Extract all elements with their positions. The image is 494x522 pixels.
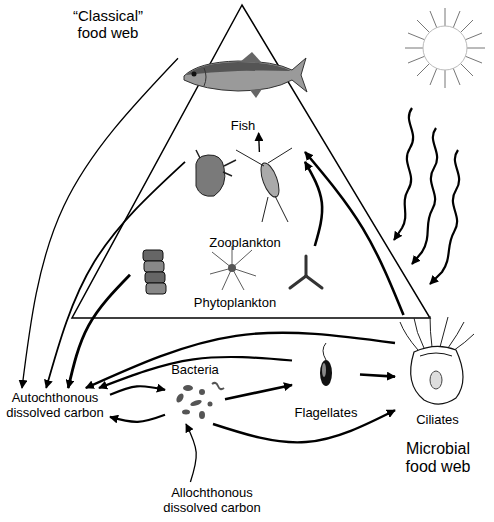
node-label: Fish (231, 118, 256, 133)
fish-body (184, 58, 307, 92)
flow-arrow (225, 385, 292, 399)
node-label: Bacteria (171, 362, 219, 377)
bacterium (208, 402, 213, 407)
diatom-center (228, 264, 236, 272)
flow-arrow (360, 375, 395, 377)
rotifer (196, 155, 225, 196)
ciliate-mouth (420, 353, 452, 356)
organism-node: Ciliates (395, 315, 480, 427)
flow-arrow (86, 333, 395, 388)
tri-arm (306, 276, 322, 288)
bacterium (190, 399, 203, 408)
fish-fin (240, 52, 262, 63)
flow-arrow (110, 386, 165, 395)
trophic-pyramid (72, 5, 430, 318)
spirillum (212, 383, 224, 389)
organism-node: Bacteria (165, 362, 225, 424)
bacteria-drawing (175, 383, 224, 419)
flow-arrow (258, 133, 260, 152)
ciliate-drawing (400, 316, 474, 404)
bacterium (199, 389, 205, 395)
bacterium (183, 385, 193, 391)
light-ray (430, 150, 459, 284)
diatom-cell (146, 283, 166, 294)
diatom-cell (143, 250, 163, 261)
bacterium (175, 392, 185, 404)
organism-node: Fish (178, 45, 308, 133)
tri-arm (305, 256, 308, 276)
flagellate-highlight (322, 363, 326, 377)
node-label: Zooplankton (209, 235, 281, 250)
fish-gill (204, 68, 206, 86)
node-label: Phytoplankton (194, 295, 276, 310)
web-label: “Classical” food web (58, 8, 158, 41)
fish-drawing (184, 52, 307, 98)
diatom-spine (232, 250, 252, 268)
node-label: Autochthonous dissolved carbon (0, 390, 110, 420)
flow-arrow (68, 275, 130, 388)
flow-arrow (186, 424, 196, 482)
bacterium (199, 411, 205, 419)
fish-fin (250, 89, 262, 98)
organism-node: Allochthonous dissolved carbon (158, 482, 266, 518)
node-label: Ciliates (416, 412, 459, 427)
rotifer-spine (196, 150, 236, 176)
cilium (440, 317, 448, 347)
cilium (453, 334, 474, 351)
copepod-body (257, 161, 282, 200)
sun-disc (423, 26, 467, 70)
web-label: Microbial food web (392, 440, 484, 475)
phytoplankton-drawing (143, 246, 322, 294)
light-ray (394, 108, 413, 240)
fish-eye (192, 72, 197, 77)
light-ray (412, 128, 437, 264)
flagellum (323, 343, 326, 360)
tri-arm (290, 276, 306, 288)
organism-node: Phytoplankton (130, 246, 340, 310)
fish-back (186, 62, 291, 75)
copepod-antenna (236, 148, 292, 222)
bacterium (182, 410, 190, 415)
organism-node: Autochthonous dissolved carbon (0, 388, 110, 422)
flow-arrow (305, 162, 322, 246)
ciliate-body (411, 346, 463, 404)
node-label: Allochthonous dissolved carbon (158, 485, 266, 515)
node-label: Flagellates (295, 405, 358, 420)
ciliate-nucleus (430, 371, 442, 389)
cilium (430, 316, 432, 347)
sun-symbol (405, 8, 485, 88)
diatom-cell (144, 261, 164, 272)
flow-arrow (305, 152, 404, 315)
diatom-cell (145, 272, 165, 283)
flow-arrow (110, 415, 165, 422)
zooplankton-drawing (196, 148, 292, 222)
cilium (414, 318, 424, 348)
flow-arrow (46, 162, 185, 388)
organism-node: Flagellates (292, 350, 360, 420)
flow-arrow (99, 357, 292, 388)
cilium (448, 322, 464, 348)
flagellate-cell (320, 360, 332, 386)
organism-node: Zooplankton (185, 152, 305, 250)
flagellate-drawing (320, 343, 332, 386)
flow-arrow (22, 58, 178, 388)
